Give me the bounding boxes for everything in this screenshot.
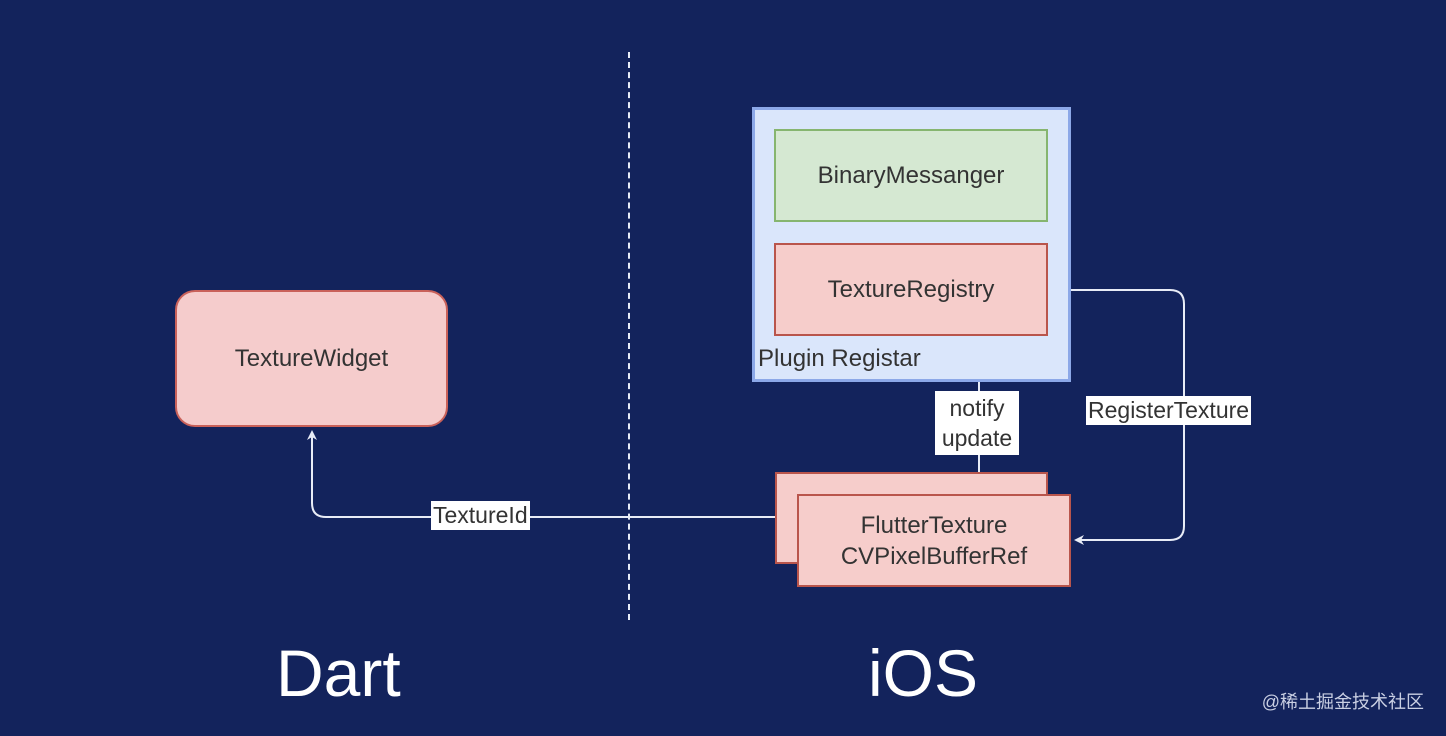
flutter-texture-node: FlutterTexture CVPixelBufferRef [797, 494, 1071, 587]
texture-widget-node: TextureWidget [175, 290, 448, 427]
texture-id-label: TextureId [431, 501, 530, 530]
ios-section-title: iOS [868, 636, 979, 710]
binary-messanger-label: BinaryMessanger [817, 161, 1005, 189]
binary-messanger-node: BinaryMessanger [774, 129, 1048, 222]
platform-divider [628, 52, 630, 620]
watermark: @稀土掘金技术社区 [1261, 692, 1424, 712]
cv-pixel-buffer-label: CVPixelBufferRef [840, 542, 1028, 570]
edge-texture-id [307, 430, 775, 518]
notify-update-label: notify update [935, 391, 1019, 455]
register-texture-label: RegisterTexture [1086, 396, 1252, 425]
texture-registry-node: TextureRegistry [774, 243, 1048, 336]
plugin-registar-label: Plugin Registar [758, 345, 921, 372]
texture-registry-label: TextureRegistry [827, 275, 995, 303]
notify-label: notify [949, 395, 1005, 421]
dart-section-title: Dart [276, 636, 401, 710]
flutter-texture-label: FlutterTexture [860, 511, 1008, 539]
texture-widget-label: TextureWidget [234, 344, 389, 372]
update-label: update [941, 425, 1013, 451]
